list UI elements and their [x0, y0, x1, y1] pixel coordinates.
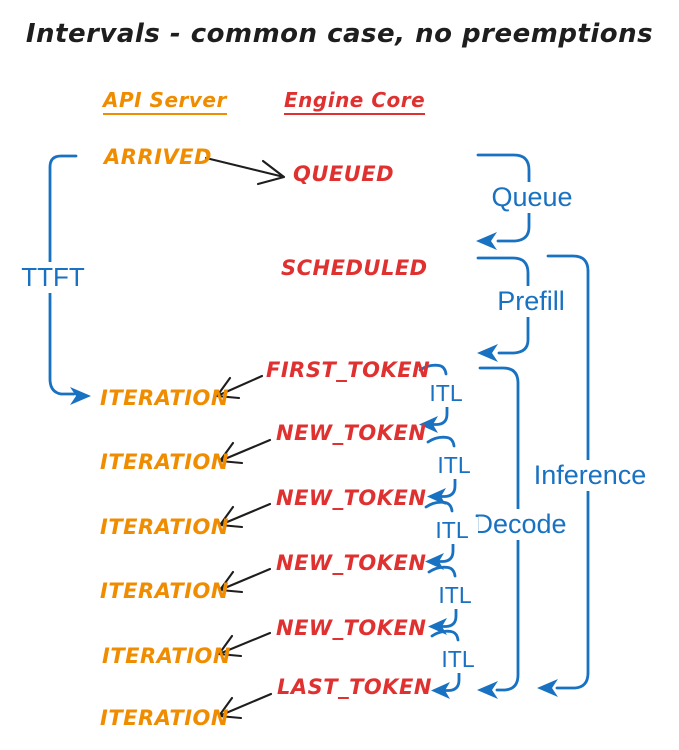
page-title: Intervals - common case, no preemptions [25, 19, 654, 49]
interval-label-queue: Queue [479, 182, 585, 213]
itl-group-3 [424, 500, 455, 570]
interval-label-itl-1: ITL [420, 380, 472, 407]
event-iteration-2: ITERATION [100, 450, 229, 474]
event-iteration-3: ITERATION [100, 515, 229, 539]
interval-label-decode: Decode [465, 509, 575, 540]
prefill-arrowhead [477, 344, 498, 362]
event-iteration-6: ITERATION [100, 706, 229, 730]
event-new-token-2: NEW_TOKEN [276, 486, 427, 510]
itl-group-1 [418, 363, 449, 433]
queue-arrowhead [476, 232, 497, 250]
interval-label-itl-2: ITL [428, 452, 480, 479]
event-last-token: LAST_TOKEN [277, 675, 432, 699]
interval-label-ttft: TTFT [13, 262, 93, 293]
event-new-token-3: NEW_TOKEN [276, 551, 427, 575]
arrow-arrived-to-queued [204, 156, 286, 186]
event-arrived: ARRIVED [104, 145, 212, 169]
event-queued: QUEUED [293, 162, 395, 186]
itl-group-5 [430, 629, 461, 699]
interval-label-inference: Inference [521, 460, 659, 491]
column-header-api-server: API Server [103, 88, 227, 115]
interval-label-itl-3: ITL [426, 517, 478, 544]
arrow-firsttoken-to-iteration [215, 374, 264, 400]
event-first-token: FIRST_TOKEN [266, 358, 431, 382]
interval-label-itl-5: ITL [432, 646, 484, 673]
event-new-token-1: NEW_TOKEN [276, 421, 427, 445]
itl-group-2 [426, 435, 457, 505]
arrow-newtoken2-to-iteration [218, 502, 272, 529]
interval-label-prefill: Prefill [483, 286, 579, 317]
event-iteration-4: ITERATION [100, 579, 229, 603]
event-scheduled: SCHEDULED [281, 256, 428, 280]
decode-arrowhead [477, 681, 498, 699]
arrow-lasttoken-to-iteration [217, 692, 273, 720]
column-header-engine-core: Engine Core [284, 88, 426, 115]
interval-label-itl-4: ITL [429, 582, 481, 609]
event-iteration-1: ITERATION [100, 386, 229, 410]
ttft-arrowhead [70, 387, 91, 405]
event-iteration-5: ITERATION [102, 644, 231, 668]
inference-arrowhead [537, 679, 558, 697]
event-new-token-4: NEW_TOKEN [276, 616, 427, 640]
arrow-newtoken3-to-iteration [218, 567, 272, 594]
arrow-newtoken4-to-iteration [217, 631, 272, 658]
arrow-newtoken1-to-iteration [218, 438, 272, 465]
